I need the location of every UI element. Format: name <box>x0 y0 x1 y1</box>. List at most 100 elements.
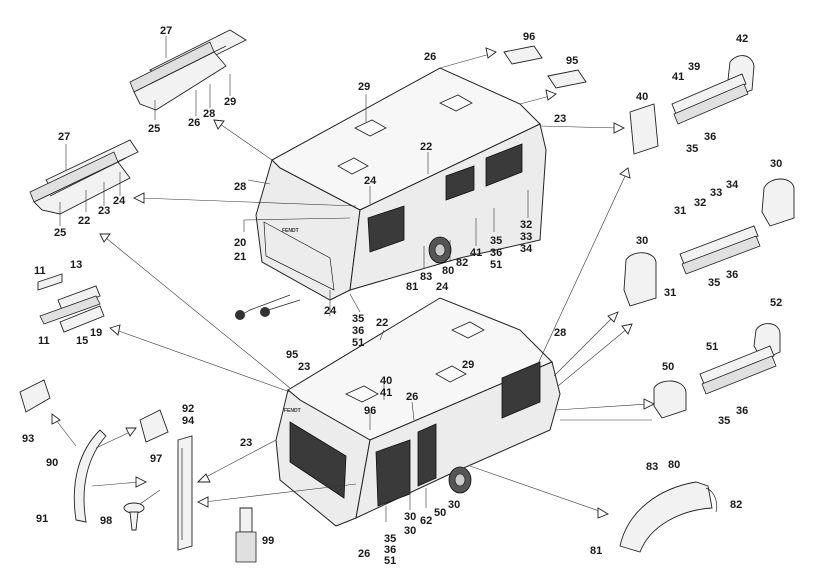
part-50-right <box>653 380 687 419</box>
label-35-mid: 35 <box>352 313 364 325</box>
part-95 <box>547 69 587 89</box>
label-35-bot: 35 <box>384 533 396 545</box>
label-36-right-3: 36 <box>736 405 748 417</box>
label-36-right-2: 36 <box>726 269 738 281</box>
label-41-bot: 41 <box>380 387 392 399</box>
part-99 <box>235 507 257 563</box>
label-30-c: 30 <box>404 525 416 537</box>
label-25-b: 25 <box>54 227 66 239</box>
label-24-b: 24 <box>113 195 126 207</box>
label-15: 15 <box>76 335 88 347</box>
label-23-left: 23 <box>240 437 252 449</box>
label-35-right-3: 35 <box>718 415 730 427</box>
label-80-right: 80 <box>668 459 680 471</box>
profile-11-13-15-19 <box>37 273 105 333</box>
part-30-right-top <box>761 178 795 227</box>
part-98 <box>123 502 145 531</box>
label-91: 91 <box>36 513 48 525</box>
leader-lines <box>59 36 529 522</box>
label-29-a: 29 <box>224 96 236 108</box>
label-39: 39 <box>688 61 700 73</box>
label-33-right: 33 <box>710 187 722 199</box>
label-83-top: 83 <box>420 271 432 283</box>
part-40-top <box>629 103 659 155</box>
label-82-right: 82 <box>730 499 742 511</box>
label-51-right: 51 <box>706 341 718 353</box>
label-42: 42 <box>736 33 748 45</box>
label-27-b: 27 <box>58 131 70 143</box>
part-92-94 <box>177 435 193 551</box>
label-97: 97 <box>150 453 162 465</box>
label-28-bot: 28 <box>554 327 566 339</box>
label-30-a: 30 <box>404 511 416 523</box>
label-93: 93 <box>22 433 34 445</box>
label-32-top: 32 <box>520 219 532 231</box>
label-34-right: 34 <box>726 179 739 191</box>
label-98: 98 <box>100 515 112 527</box>
label-26-top: 26 <box>424 51 436 63</box>
label-92: 92 <box>182 403 194 415</box>
label-26-a: 26 <box>188 117 200 129</box>
label-24-mid: 24 <box>324 305 337 317</box>
label-19: 19 <box>90 327 102 339</box>
label-82-top: 82 <box>456 257 468 269</box>
label-35-right-2: 35 <box>708 277 720 289</box>
label-95-top: 95 <box>566 55 578 67</box>
label-81-top: 81 <box>406 281 418 293</box>
label-29-top: 29 <box>358 81 370 93</box>
label-13: 13 <box>70 259 82 271</box>
label-29-bot: 29 <box>462 359 474 371</box>
label-99: 99 <box>262 535 274 547</box>
label-32-right: 32 <box>694 197 706 209</box>
label-25-a: 25 <box>148 123 160 135</box>
label-20: 20 <box>234 237 246 249</box>
label-41-top: 41 <box>470 247 482 259</box>
label-34-top: 34 <box>520 243 533 255</box>
label-51-bot: 51 <box>384 555 396 567</box>
label-96-bot: 96 <box>364 405 376 417</box>
label-81-right: 81 <box>590 545 602 557</box>
label-62: 62 <box>420 515 432 527</box>
label-94: 94 <box>182 415 195 427</box>
label-52: 52 <box>770 297 782 309</box>
label-36-bot: 36 <box>384 544 396 556</box>
profile-27-22-23-24-25 <box>29 139 139 215</box>
caravan-bottom: FENDT <box>275 297 561 527</box>
brand-logo-bottom: FENDT <box>284 408 301 414</box>
label-50-bot: 50 <box>434 507 446 519</box>
label-26-bot: 26 <box>406 391 418 403</box>
label-41-right: 41 <box>672 71 684 83</box>
label-22-mid: 22 <box>376 317 388 329</box>
label-23-bot: 23 <box>298 361 310 373</box>
label-51-top: 51 <box>490 259 502 271</box>
part-97 <box>139 409 169 443</box>
profile-27-25-26-28-29 <box>129 29 247 111</box>
label-96-top: 96 <box>523 31 535 43</box>
part-93 <box>19 379 51 413</box>
label-28-top: 28 <box>234 181 246 193</box>
label-36-top: 36 <box>490 247 502 259</box>
label-36-right: 36 <box>704 131 716 143</box>
callout-labels: 27 25 26 28 29 27 22 23 24 25 11 13 11 1… <box>22 25 782 567</box>
profile-31-32-33-34 <box>679 225 761 275</box>
label-51-mid: 51 <box>352 337 364 349</box>
part-90-91 <box>73 429 107 523</box>
label-26-bot2: 26 <box>358 548 370 560</box>
label-28-a: 28 <box>203 108 215 120</box>
label-22-top: 22 <box>420 141 432 153</box>
label-83-right: 83 <box>646 461 658 473</box>
label-31-right-1: 31 <box>674 205 686 217</box>
label-95-bot: 95 <box>286 349 298 361</box>
caravan-top: FENDT <box>235 67 547 320</box>
label-30-right-1: 30 <box>770 158 782 170</box>
label-35-top: 35 <box>490 235 502 247</box>
part-96 <box>503 45 543 65</box>
profile-39-41-36-35 <box>671 73 749 125</box>
part-30-mid <box>623 252 657 307</box>
label-40-bot: 40 <box>380 375 392 387</box>
label-24-top: 24 <box>364 175 377 187</box>
label-23-b: 23 <box>98 205 110 217</box>
label-35-right: 35 <box>686 143 698 155</box>
